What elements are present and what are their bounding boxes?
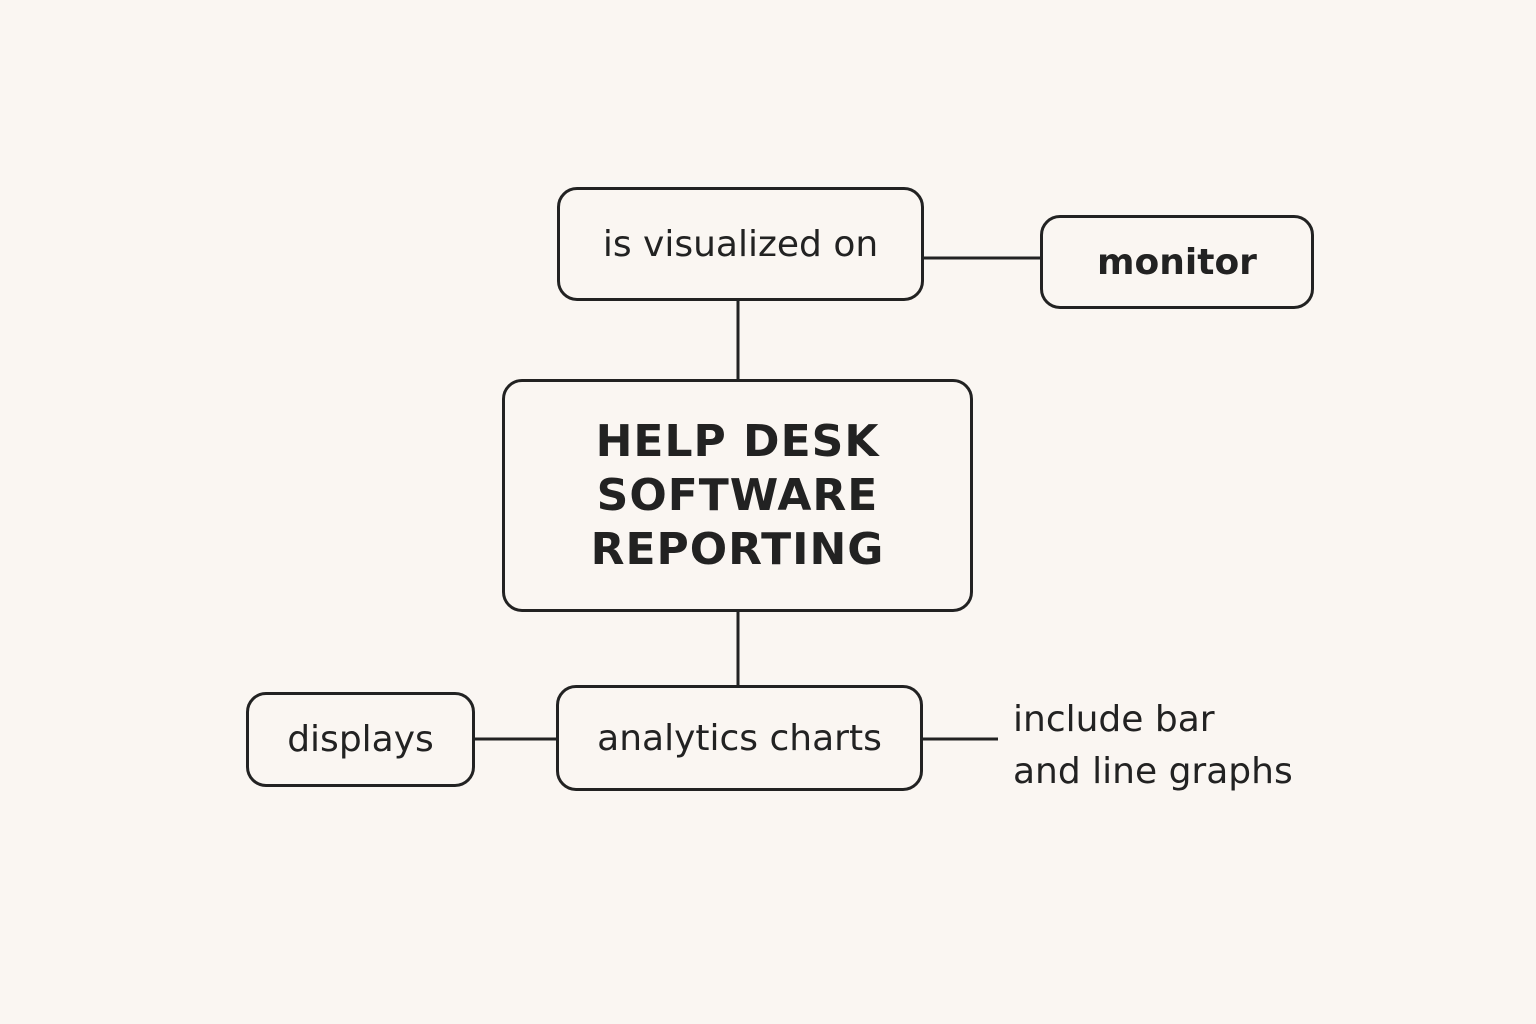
node-displays-label: displays xyxy=(287,719,434,760)
central-title-line-2: SOFTWARE xyxy=(596,469,879,521)
node-monitor: monitor xyxy=(1040,215,1314,309)
node-analytics-charts: analytics charts xyxy=(556,685,923,791)
annotation-bar-line-graphs: include bar and line graphs xyxy=(1013,694,1293,798)
central-title-line-3: REPORTING xyxy=(590,523,885,575)
annotation-line-2: and line graphs xyxy=(1013,751,1293,792)
node-monitor-label: monitor xyxy=(1097,241,1257,283)
annotation-line-1: include bar xyxy=(1013,699,1215,740)
central-title-line-1: HELP DESK xyxy=(595,415,880,467)
node-analytics-charts-label: analytics charts xyxy=(597,717,882,759)
node-help-desk-software-reporting: HELP DESK SOFTWARE REPORTING xyxy=(502,379,973,612)
node-is-visualized-on: is visualized on xyxy=(557,187,924,301)
node-displays: displays xyxy=(246,692,475,787)
central-title: HELP DESK SOFTWARE REPORTING xyxy=(591,415,885,577)
node-is-visualized-on-label: is visualized on xyxy=(602,223,879,265)
